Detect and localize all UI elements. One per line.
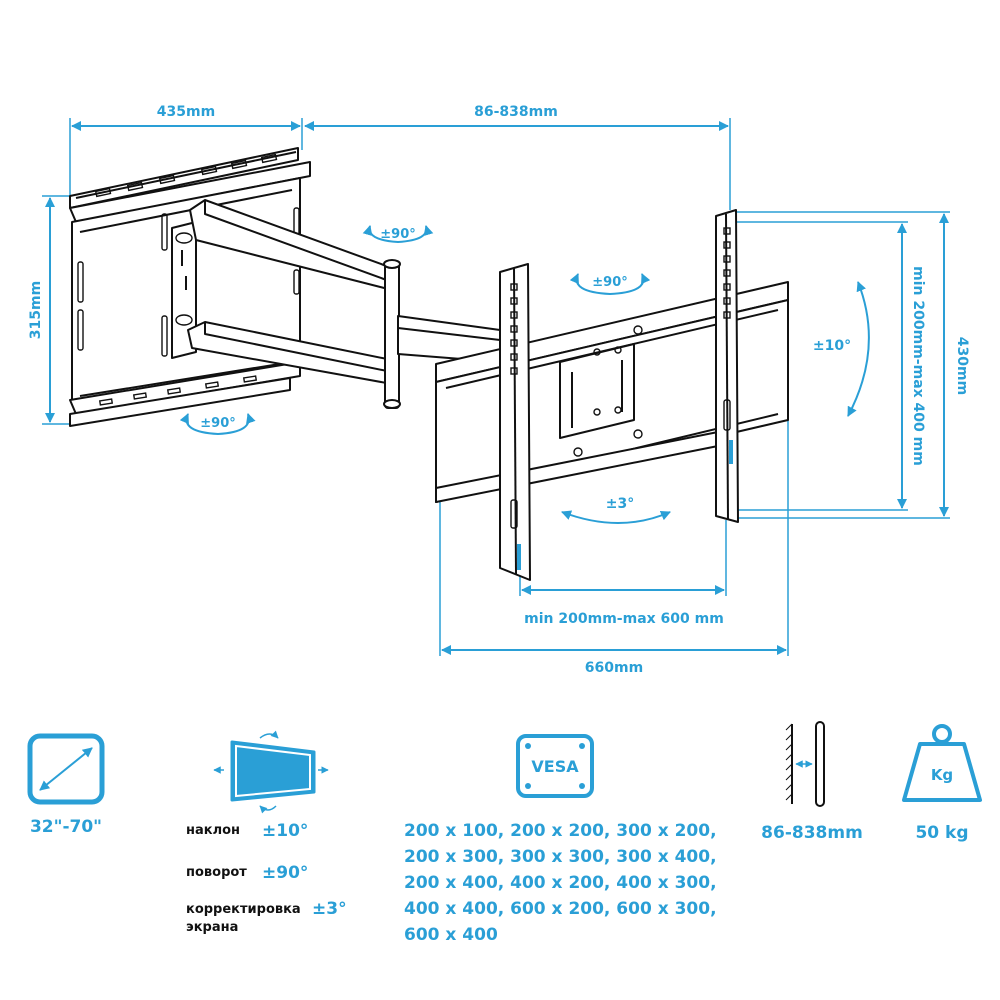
vesa-badge-text: VESA <box>531 757 579 776</box>
dim-wall-plate-width: 435mm <box>157 104 215 120</box>
vesa-line-3: 200 x 400, 400 x 200, 400 x 300, <box>404 873 717 893</box>
tilt-swivel-screen-icon <box>213 730 329 814</box>
dim-extension-range: 86-838mm <box>474 104 558 120</box>
dim-tv-plate-height: 430mm <box>954 337 970 395</box>
wall-swivel-indicator: ±90° <box>179 413 256 436</box>
tilt-spec-label: наклон <box>186 823 240 838</box>
level-adjust-indicator: ±3° <box>561 496 671 524</box>
leveling-spec-value: ±3° <box>312 899 347 919</box>
dim-vesa-horizontal: min 200mm-max 600 mm <box>524 611 724 627</box>
weight-badge-text: Kg <box>931 766 953 784</box>
dim-tv-plate-width: 660mm <box>585 660 643 676</box>
swivel-spec-value: ±90° <box>262 863 308 883</box>
swing-arms <box>187 199 501 409</box>
max-load-value: 50 kg <box>915 823 968 843</box>
arm-swivel-label: ±90° <box>380 227 415 242</box>
vesa-line-4: 400 x 400, 600 x 200, 600 x 300, <box>404 899 717 919</box>
dim-wall-plate-height: 315mm <box>28 281 44 339</box>
vesa-line-5: 600 x 400 <box>404 925 498 945</box>
screen-size-value: 32"-70" <box>30 817 102 837</box>
head-swivel-indicator: ±90° <box>569 273 651 296</box>
vesa-list: 200 x 100, 200 x 200, 300 x 200, 200 x 3… <box>404 821 717 945</box>
leveling-spec-label-1: корректировка <box>186 902 301 917</box>
wall-swivel-label: ±90° <box>200 416 235 431</box>
diagonal-size-icon <box>27 733 105 805</box>
dim-vesa-vertical: min 200mm-max 400 mm <box>910 266 926 466</box>
vesa-line-2: 200 x 300, 300 x 300, 300 x 400, <box>404 847 717 867</box>
tv-plate <box>435 209 789 581</box>
vesa-line-1: 200 x 100, 200 x 200, 300 x 200, <box>404 821 717 841</box>
head-swivel-label: ±90° <box>592 275 627 290</box>
level-adjust-label: ±3° <box>606 496 634 512</box>
wall-distance-value: 86-838mm <box>761 823 863 843</box>
swivel-spec-label: поворот <box>186 865 247 880</box>
arm-swivel-indicator: ±90° <box>362 225 434 244</box>
weight-icon: Kg <box>902 724 982 802</box>
tilt-label: ±10° <box>813 338 851 354</box>
vesa-icon: VESA <box>516 734 594 798</box>
tilt-indicator: ±10° <box>813 281 870 417</box>
dimension-lines <box>42 118 950 656</box>
wall-distance-icon <box>785 721 825 807</box>
tilt-spec-value: ±10° <box>262 821 308 841</box>
wall-plate <box>69 147 311 427</box>
leveling-spec-label-2: экрана <box>186 920 238 935</box>
